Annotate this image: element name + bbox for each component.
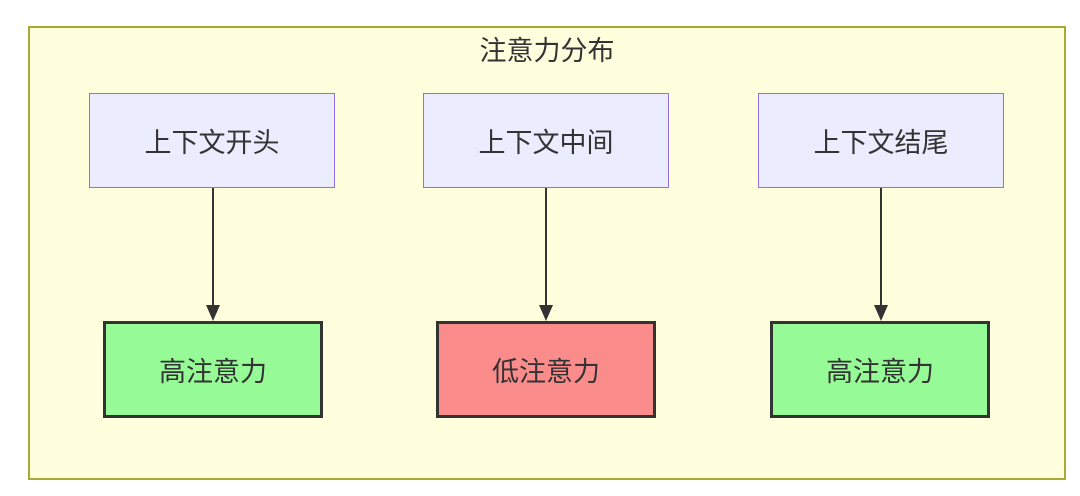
node-high-attention-right: 高注意力 — [770, 321, 990, 418]
node-context-beginning: 上下文开头 — [89, 93, 335, 188]
node-high-attention-left: 高注意力 — [103, 321, 323, 418]
diagram-title: 注意力分布 — [479, 36, 615, 66]
node-context-end: 上下文结尾 — [758, 93, 1004, 188]
arrow-down-icon — [874, 188, 888, 321]
arrow-down-icon — [539, 188, 553, 321]
node-low-attention-middle: 低注意力 — [436, 321, 656, 418]
arrow-down-icon — [206, 188, 220, 321]
node-context-middle: 上下文中间 — [423, 93, 669, 188]
